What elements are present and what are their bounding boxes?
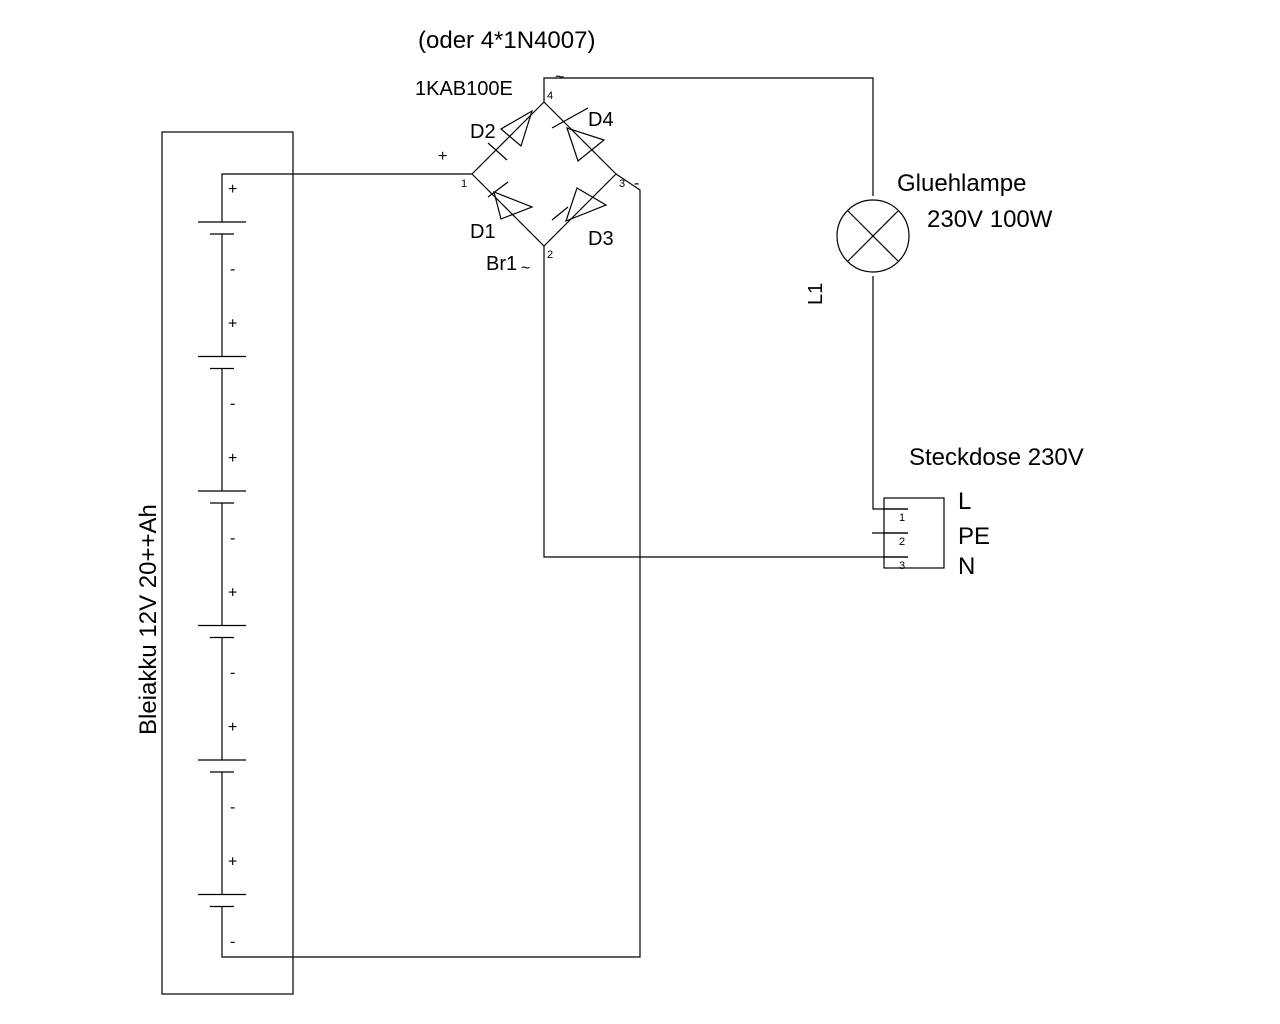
socket-terminal-n: N xyxy=(958,553,975,580)
diode-d2 xyxy=(487,109,534,161)
alt-diodes-label: (oder 4*1N4007) xyxy=(418,27,595,54)
battery-cell-minus: - xyxy=(230,934,235,951)
bridge-minus-sign: - xyxy=(634,175,639,192)
socket-pin-1: 1 xyxy=(899,512,905,524)
battery-enclosure xyxy=(161,131,294,995)
socket-pin-3: 3 xyxy=(899,560,905,572)
lamp-ref-label: L1 xyxy=(805,283,827,305)
lamp-circle xyxy=(836,199,910,273)
diode-label-d4: D4 xyxy=(588,109,614,131)
battery-cell: +- xyxy=(198,719,246,871)
battery-cell-plus: + xyxy=(228,316,237,333)
battery-cell-plus: + xyxy=(228,450,237,467)
wire-battery-minus xyxy=(221,173,641,958)
socket-terminal-pe: PE xyxy=(958,523,990,550)
bridge-part-label: 1KAB100E xyxy=(415,78,513,100)
bridge-rectifier: D2 D4 D1 D3 1 2 3 4 + ~ ~ - xyxy=(438,69,639,277)
battery-cell-minus: - xyxy=(230,665,235,682)
wire-battery-plus xyxy=(221,173,472,198)
battery-cell-plus: + xyxy=(228,181,237,198)
wire-ac-to-lamp xyxy=(543,77,874,196)
diode-d3 xyxy=(551,187,608,223)
wire-ac-to-socket-n xyxy=(543,246,908,558)
battery-cells: +-+-+-+-+-+- xyxy=(198,181,246,951)
battery-cell-minus: - xyxy=(230,799,235,816)
bridge-pin-4: 4 xyxy=(547,90,553,102)
battery-cell: +- xyxy=(198,450,246,602)
battery-cell: +- xyxy=(198,316,246,467)
diode-d1 xyxy=(487,181,534,220)
diode-label-d1: D1 xyxy=(470,221,496,243)
bridge-pin-3: 3 xyxy=(619,178,625,190)
battery-name-label: Bleiakku 12V 20++Ah xyxy=(135,504,162,735)
diode-label-d3: D3 xyxy=(588,228,614,250)
battery-cell-minus: - xyxy=(230,261,235,278)
battery-cell-plus: + xyxy=(228,585,237,602)
lamp-name-label: Gluehlampe xyxy=(897,170,1026,197)
battery-cell-plus: + xyxy=(228,854,237,871)
socket-symbol: 1 2 3 xyxy=(883,497,945,572)
battery-cell-minus: - xyxy=(230,530,235,547)
bridge-pin-2: 2 xyxy=(547,249,553,261)
bridge-ref-label: Br1 xyxy=(486,253,517,275)
diode-d4 xyxy=(551,107,606,163)
bridge-plus-sign: + xyxy=(438,148,447,165)
battery-cell-plus: + xyxy=(228,719,237,736)
socket-name-label: Steckdose 230V xyxy=(909,444,1084,471)
diode-label-d2: D2 xyxy=(470,121,496,143)
socket-pin-2: 2 xyxy=(899,536,905,548)
lamp-symbol xyxy=(836,199,910,273)
lamp-rating-label: 230V 100W xyxy=(927,206,1053,233)
wire-lamp-to-socket-l xyxy=(872,276,908,510)
battery-cell: +- xyxy=(198,854,246,951)
battery-cell-minus: - xyxy=(230,396,235,413)
battery-cell: +- xyxy=(198,181,246,333)
socket-terminal-l: L xyxy=(958,488,971,515)
bridge-tilde-bottom: ~ xyxy=(521,260,530,277)
battery-cell: +- xyxy=(198,585,246,736)
bridge-pin-1: 1 xyxy=(461,178,467,190)
